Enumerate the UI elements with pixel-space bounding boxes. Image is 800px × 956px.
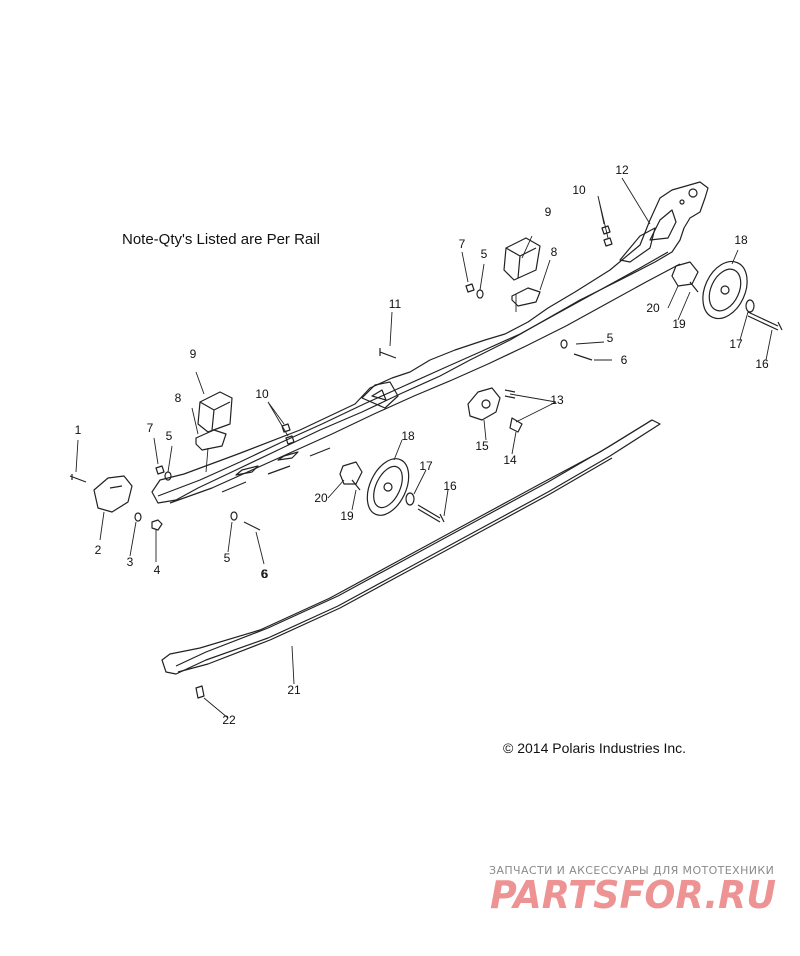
callout-9: 9: [545, 205, 552, 219]
callout-20: 20: [646, 301, 660, 315]
front-block: [93, 475, 133, 513]
hyfax-slider: [161, 419, 661, 675]
bumper-front: [195, 391, 233, 451]
nut-10a: [281, 423, 295, 445]
callout-5: 5: [166, 429, 173, 443]
callout-2: 2: [95, 543, 102, 557]
callout-14: 14: [503, 453, 517, 467]
callout-6: 6: [261, 567, 268, 581]
callout-labels: 1234567891056119875101218201917165613151…: [75, 163, 769, 727]
callout-17: 17: [729, 337, 743, 351]
callout-3: 3: [127, 555, 134, 569]
callout-7: 7: [147, 421, 154, 435]
callout-1: 1: [75, 423, 82, 437]
bolt-front: [417, 504, 445, 523]
callout-5: 5: [607, 331, 614, 345]
watermark-logo: PARTSFOR.RU: [490, 873, 776, 917]
washer-5d: [560, 339, 568, 349]
watermark-tagline: ЗАПЧАСТИ И АКСЕССУАРЫ ДЛЯ МОТОТЕХНИКИ: [489, 864, 775, 877]
washer-rear: [745, 299, 755, 313]
callout-4: 4: [154, 563, 161, 577]
callout-8: 8: [175, 391, 182, 405]
spacer-front: [339, 461, 363, 485]
upper-rail: [151, 181, 709, 504]
bolt-rear: [747, 311, 783, 331]
callout-5: 5: [481, 247, 488, 261]
callout-20: 20: [314, 491, 328, 505]
washer-front: [405, 492, 415, 506]
callout-16: 16: [443, 479, 457, 493]
bolt-6b: [573, 353, 593, 361]
callout-8: 8: [551, 245, 558, 259]
leader-lines: [75, 177, 773, 719]
callout-6: 6: [262, 567, 269, 581]
nut-4: [151, 519, 163, 531]
idler-wheel-rear: [702, 260, 748, 320]
callout-15: 15: [475, 439, 489, 453]
washer-5a: [230, 511, 238, 521]
callout-13: 13: [550, 393, 564, 407]
spacer-rear: [671, 261, 699, 287]
callout-10: 10: [255, 387, 269, 401]
callout-18: 18: [734, 233, 748, 247]
pin-rear: [689, 281, 699, 293]
callout-22: 22: [222, 713, 236, 727]
callout-19: 19: [340, 509, 354, 523]
nut-7b: [465, 283, 475, 293]
center-bracket: [467, 387, 523, 433]
copyright-notice: © 2014 Polaris Industries Inc.: [503, 740, 687, 756]
callout-11: 11: [389, 297, 402, 311]
nut-10b: [601, 225, 613, 247]
washer-3: [134, 512, 142, 522]
callout-9: 9: [190, 347, 197, 361]
callout-6: 6: [621, 353, 628, 367]
nut-7a: [155, 465, 165, 475]
pin-front: [351, 479, 361, 491]
bolt-1: [69, 474, 87, 483]
washer-5b: [164, 471, 172, 481]
washer-5c: [476, 289, 484, 299]
callout-5: 5: [224, 551, 231, 565]
callout-18: 18: [401, 429, 415, 443]
bolt-11: [379, 348, 397, 359]
qty-note: Note-Qty's Listed are Per Rail: [122, 231, 320, 248]
bumper-rear: [503, 237, 541, 307]
bolt-6a: [243, 521, 261, 531]
rivet-22: [195, 685, 205, 699]
callout-21: 21: [287, 683, 301, 697]
idler-wheel-front: [366, 458, 410, 516]
callout-12: 12: [615, 163, 629, 177]
watermark-logo-text: PARTSFOR.RU: [490, 873, 776, 917]
callout-19: 19: [672, 317, 686, 331]
callout-10: 10: [572, 183, 586, 197]
callout-7: 7: [459, 237, 466, 251]
callout-17: 17: [419, 459, 433, 473]
callout-16: 16: [755, 357, 769, 371]
